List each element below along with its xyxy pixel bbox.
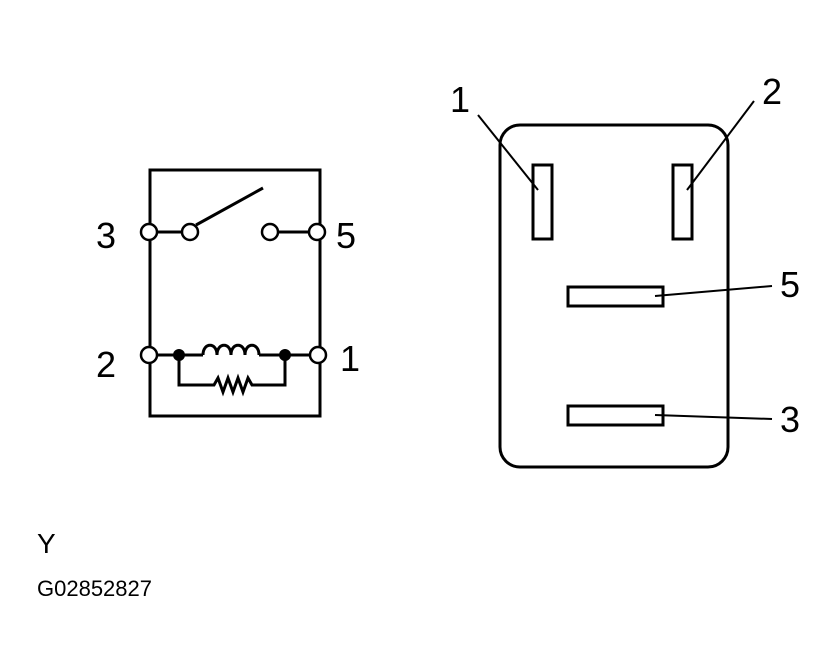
connector-housing bbox=[498, 123, 730, 469]
switch-contact-arm bbox=[195, 186, 264, 227]
terminal-label-1: 1 bbox=[340, 338, 360, 379]
leader-line-3 bbox=[654, 414, 773, 420]
pin-slot-5 bbox=[566, 285, 665, 308]
leader-line-5 bbox=[654, 285, 773, 297]
leader-line-1 bbox=[477, 114, 539, 191]
schematic-housing bbox=[148, 168, 322, 418]
leader-line-2 bbox=[686, 100, 755, 191]
switch-pivot bbox=[180, 222, 200, 242]
terminal-label-3: 3 bbox=[96, 215, 116, 256]
connector-face: 1 2 5 3 bbox=[450, 71, 800, 469]
switch-circuit bbox=[139, 186, 327, 242]
terminal-label-5: 5 bbox=[336, 215, 356, 256]
terminal-1-node bbox=[308, 345, 328, 365]
pin-label-2: 2 bbox=[762, 71, 782, 112]
terminal-3-node bbox=[139, 222, 159, 242]
resistor-path bbox=[177, 355, 287, 397]
junction-dot-left bbox=[173, 349, 185, 361]
switch-contact bbox=[260, 222, 280, 242]
coil-circuit bbox=[139, 343, 328, 397]
terminal-label-2: 2 bbox=[96, 344, 116, 385]
coil-winding bbox=[201, 343, 261, 356]
terminal-2-node bbox=[139, 345, 159, 365]
pin-label-3: 3 bbox=[780, 399, 800, 440]
view-label: Y bbox=[37, 528, 56, 559]
relay-schematic: 3 5 2 1 bbox=[96, 168, 360, 418]
pin-label-5: 5 bbox=[780, 264, 800, 305]
pin-slot-2 bbox=[671, 163, 694, 241]
junction-dot-right bbox=[279, 349, 291, 361]
terminal-5-node bbox=[307, 222, 327, 242]
pin-slot-1 bbox=[531, 163, 554, 241]
pin-label-1: 1 bbox=[450, 79, 470, 120]
figure-code: G02852827 bbox=[37, 576, 152, 601]
pin-slot-3 bbox=[566, 404, 665, 427]
